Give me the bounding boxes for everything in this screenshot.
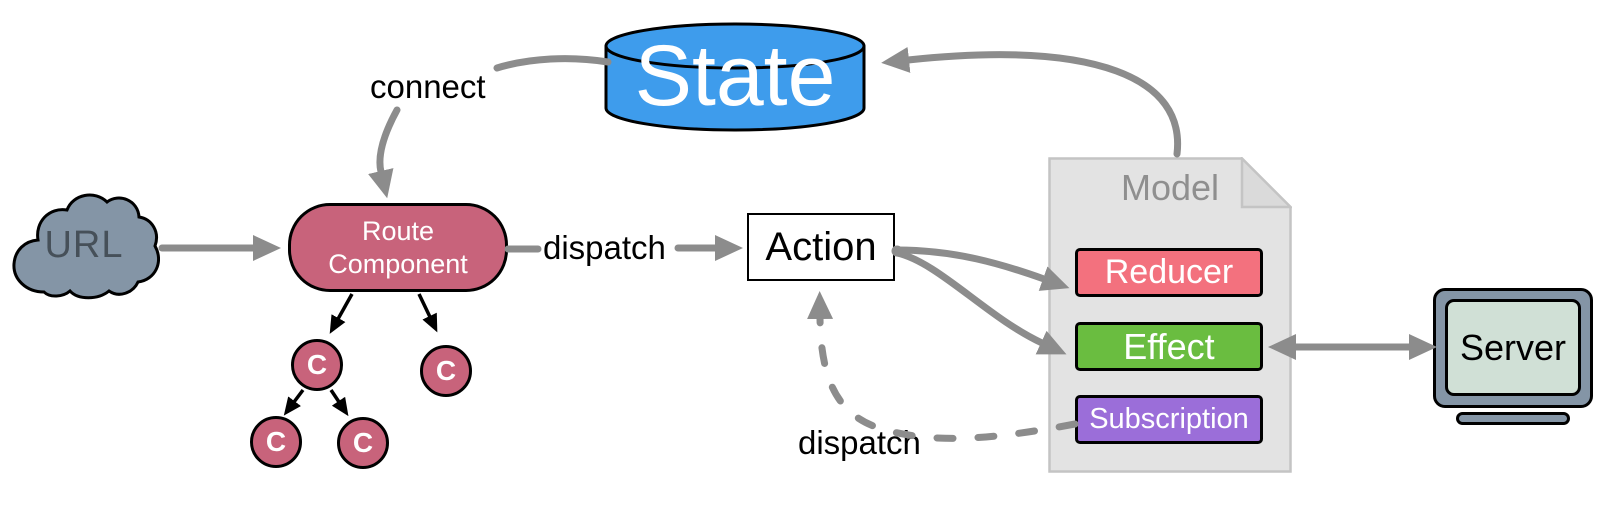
dispatch-edge-label: dispatch <box>543 229 666 266</box>
server-node-label: Server <box>1445 299 1581 396</box>
edge-action-to-effect <box>893 249 1067 355</box>
action-node: Action <box>747 213 895 281</box>
component-circle: C <box>250 416 302 468</box>
route-component-label: Route Component <box>328 216 468 279</box>
edge-c1-to-c3 <box>283 388 305 416</box>
route-component-node <box>288 203 508 292</box>
edge-model-to-state <box>881 46 1182 158</box>
subscription-node: Subscription <box>1075 395 1263 444</box>
dispatch-subscription-edge-label: dispatch <box>798 424 921 461</box>
edge-connect-to-route <box>368 106 401 199</box>
url-node-label: URL <box>44 223 124 266</box>
connect-edge-label: connect <box>370 68 486 105</box>
effect-node: Effect <box>1075 322 1263 371</box>
edge-state-to-connect <box>493 55 612 72</box>
edge-route-to-c2 <box>417 293 438 333</box>
url-cloud-icon <box>12 193 160 300</box>
edge-route-to-c1 <box>329 293 354 334</box>
edge-action-to-reducer <box>893 246 1070 291</box>
state-node-label: State <box>634 27 836 124</box>
component-circle: C <box>337 417 389 469</box>
edge-subscription-to-action-dashed <box>807 291 1079 442</box>
edge-c1-to-c4 <box>329 389 349 417</box>
model-title: Model <box>1120 167 1220 208</box>
server-monitor-stand <box>1456 412 1570 425</box>
state-cylinder-icon <box>604 22 866 132</box>
reducer-node: Reducer <box>1075 248 1263 297</box>
component-circle: C <box>420 345 472 397</box>
component-circle: C <box>291 339 343 391</box>
